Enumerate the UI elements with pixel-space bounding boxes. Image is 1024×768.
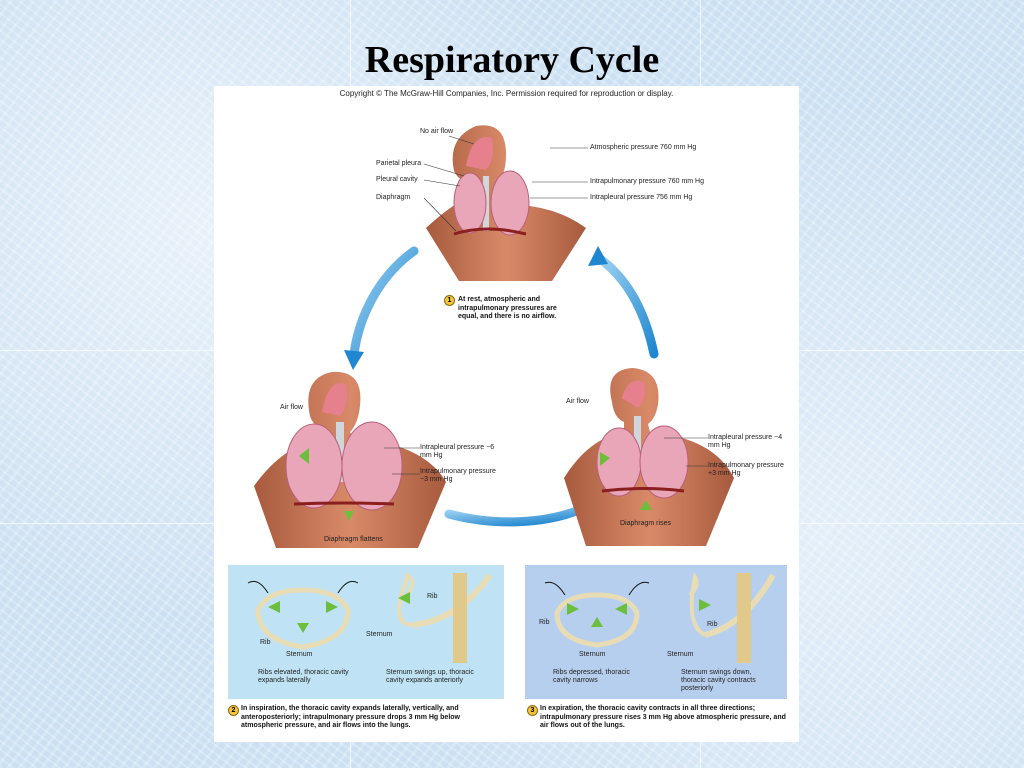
respiratory-figure: Copyright © The McGraw-Hill Companies, I… bbox=[214, 86, 799, 742]
figure-illustration bbox=[254, 125, 734, 548]
label-pleural-cavity: Pleural cavity bbox=[376, 176, 418, 183]
label-diaphragm-flattens: Diaphragm flattens bbox=[324, 536, 383, 543]
label-intrapulmonary-inspiration: Intrapulmonary pressure −3 mm Hg bbox=[420, 468, 496, 483]
leader-lines bbox=[384, 135, 708, 475]
step-1-text: At rest, atmospheric and intrapulmonary … bbox=[458, 296, 557, 320]
label-air-flow-out: Air flow bbox=[566, 398, 589, 405]
caption-sternum-swings-up: Sternum swings up, thoracic cavity expan… bbox=[386, 669, 474, 684]
step-3-badge: 3 bbox=[527, 705, 538, 716]
rib-cage-expiration-illustration bbox=[544, 571, 776, 663]
panel-expiration-rib-motion: Rib Sternum Rib Sternum Ribs depressed, … bbox=[525, 565, 787, 699]
label-sternum: Sternum bbox=[286, 651, 313, 658]
torso-expiration bbox=[564, 368, 734, 546]
label-diaphragm: Diaphragm bbox=[376, 194, 411, 201]
label-rib: Rib bbox=[539, 619, 550, 626]
label-intrapulmonary-expiration: Intrapulmonary pressure +3 mm Hg bbox=[708, 462, 784, 477]
label-no-air-flow: No air flow bbox=[420, 128, 454, 135]
cycle-arrow-expiration-to-rest bbox=[594, 253, 659, 359]
panel-inspiration-rib-motion: Rib Sternum Rib Sternum Ribs elevated, t… bbox=[228, 565, 504, 699]
label-intrapulmonary-pressure: Intrapulmonary pressure 760 mm Hg bbox=[590, 178, 704, 185]
label-air-flow-in: Air flow bbox=[280, 404, 303, 411]
step-2-badge: 2 bbox=[228, 705, 239, 716]
cycle-arrow-inspiration-to-expiration bbox=[444, 505, 584, 527]
label-intrapleural-inspiration: Intrapleural pressure −6 mm Hg bbox=[420, 444, 495, 459]
label-atmospheric-pressure: Atmospheric pressure 760 mm Hg bbox=[590, 144, 697, 151]
label-diaphragm-rises: Diaphragm rises bbox=[620, 520, 671, 527]
slide-title: Respiratory Cycle bbox=[364, 39, 660, 81]
caption-ribs-depressed: Ribs depressed, thoracic cavity narrows bbox=[553, 669, 631, 684]
label-intrapleural-expiration: Intrapleural pressure −4 mm Hg bbox=[708, 434, 783, 449]
copyright-notice: Copyright © The McGraw-Hill Companies, I… bbox=[339, 89, 674, 98]
step-1-badge: 1 bbox=[444, 295, 455, 306]
label-rib-side: Rib bbox=[427, 593, 438, 600]
label-sternum-side: Sternum bbox=[366, 631, 393, 638]
caption-sternum-swings-down: Sternum swings down, thoracic cavity con… bbox=[681, 669, 756, 692]
torso-rest bbox=[426, 125, 586, 281]
label-sternum: Sternum bbox=[579, 651, 606, 658]
label-sternum-side: Sternum bbox=[667, 651, 694, 658]
rib-cage-inspiration-illustration bbox=[247, 571, 493, 663]
label-parietal-pleura: Parietal pleura bbox=[376, 160, 422, 167]
torso-inspiration bbox=[254, 371, 446, 548]
label-intrapleural-pressure: Intrapleural pressure 756 mm Hg bbox=[590, 194, 693, 201]
cycle-arrow-rest-to-inspiration bbox=[349, 246, 419, 359]
step-2-text: In inspiration, the thoracic cavity expa… bbox=[241, 705, 460, 729]
cycle-arrowhead bbox=[588, 246, 608, 266]
caption-ribs-elevated: Ribs elevated, thoracic cavity expands l… bbox=[258, 669, 349, 684]
step-3-text: In expiration, the thoracic cavity contr… bbox=[540, 705, 786, 729]
cycle-arrowhead bbox=[344, 350, 364, 370]
label-rib-side: Rib bbox=[707, 621, 718, 628]
label-rib: Rib bbox=[260, 639, 271, 646]
